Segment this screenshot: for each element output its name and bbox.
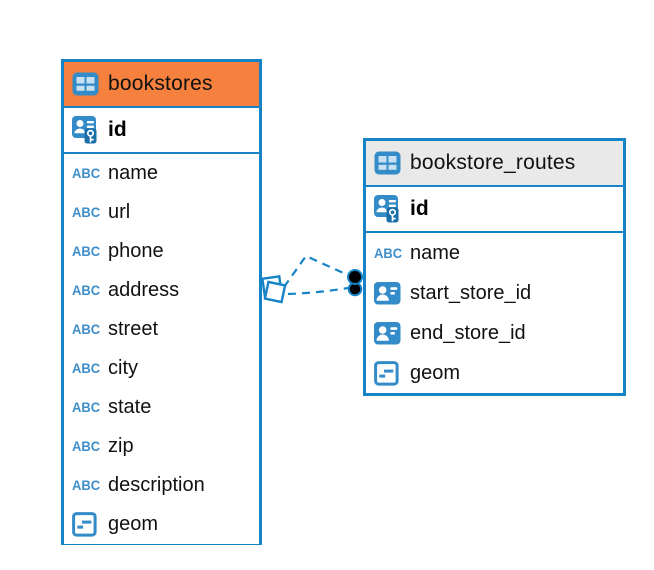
- text-icon: ABC: [72, 321, 101, 338]
- field-row-zip[interactable]: ABC zip: [64, 427, 259, 466]
- field-row-url[interactable]: ABC url: [64, 193, 259, 232]
- field-name: url: [108, 201, 131, 223]
- field-name: city: [108, 357, 138, 379]
- primary-key-row[interactable]: id: [64, 108, 259, 154]
- primary-key-icon: [72, 115, 102, 145]
- primary-key-row[interactable]: id: [366, 187, 623, 233]
- field-name: phone: [108, 240, 164, 262]
- table-icon: [374, 151, 404, 175]
- table-title: bookstore_routes: [410, 151, 576, 174]
- relationship-link-upper[interactable]: [283, 254, 351, 288]
- field-row-phone[interactable]: ABC phone: [64, 232, 259, 271]
- field-name: zip: [108, 435, 134, 457]
- field-name: state: [108, 396, 152, 418]
- geometry-icon: [72, 512, 102, 537]
- relationship-link-lower[interactable]: [287, 286, 349, 296]
- field-row-state[interactable]: ABC state: [64, 388, 259, 427]
- relationship-target-marker[interactable]: [347, 269, 363, 297]
- text-icon: ABC: [72, 165, 101, 182]
- field-name: id: [108, 118, 127, 141]
- field-name: street: [108, 318, 159, 340]
- field-row-street[interactable]: ABC street: [64, 310, 259, 349]
- text-icon: ABC: [72, 282, 101, 299]
- field-row-city[interactable]: ABC city: [64, 349, 259, 388]
- table-header[interactable]: bookstore_routes: [366, 141, 623, 187]
- foreign-key-icon: [374, 281, 404, 305]
- field-name: name: [410, 241, 461, 264]
- field-row-name[interactable]: ABC name: [64, 154, 259, 193]
- field-name: geom: [108, 513, 159, 535]
- text-icon: ABC: [72, 360, 101, 377]
- relationship-source-marker[interactable]: [261, 275, 287, 304]
- field-row-geom[interactable]: geom: [366, 353, 623, 393]
- field-name: start_store_id: [410, 281, 532, 304]
- text-icon: ABC: [72, 399, 101, 416]
- foreign-key-icon: [374, 321, 404, 345]
- text-icon: ABC: [72, 204, 101, 221]
- table-icon: [72, 72, 102, 96]
- geometry-icon: [374, 360, 404, 386]
- field-name: description: [108, 474, 205, 496]
- field-row-end_store_id[interactable]: end_store_id: [366, 313, 623, 353]
- table-header[interactable]: bookstores: [64, 62, 259, 108]
- field-row-geom[interactable]: geom: [64, 505, 259, 544]
- field-row-name[interactable]: ABC name: [366, 233, 623, 273]
- field-name: id: [410, 197, 429, 220]
- primary-key-icon: [374, 194, 404, 224]
- text-icon: ABC: [374, 245, 403, 261]
- field-row-description[interactable]: ABC description: [64, 466, 259, 505]
- field-name: end_store_id: [410, 321, 526, 344]
- text-icon: ABC: [72, 477, 101, 494]
- field-name: geom: [410, 361, 461, 384]
- field-name: name: [108, 162, 159, 184]
- table-title: bookstores: [108, 72, 213, 95]
- table-card-bookstore_routes[interactable]: bookstore_routes id ABC name start_store_i…: [363, 138, 626, 396]
- field-row-start_store_id[interactable]: start_store_id: [366, 273, 623, 313]
- text-icon: ABC: [72, 438, 101, 455]
- text-icon: ABC: [72, 243, 101, 260]
- field-name: address: [108, 279, 180, 301]
- field-row-address[interactable]: ABC address: [64, 271, 259, 310]
